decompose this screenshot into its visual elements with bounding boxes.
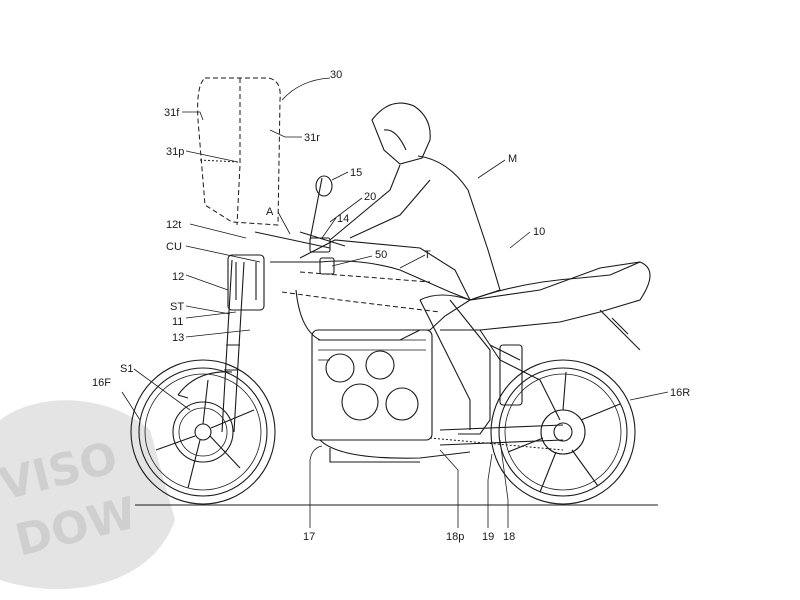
label-a: A xyxy=(266,206,274,218)
label-18: 18 xyxy=(503,531,515,543)
label-10: 10 xyxy=(533,226,545,238)
label-18p: 18p xyxy=(446,531,464,543)
label-st: ST xyxy=(170,301,184,313)
label-m: M xyxy=(508,153,517,165)
label-12: 12 xyxy=(172,271,184,283)
watermark: VISO DOW xyxy=(0,400,175,590)
front-fork xyxy=(177,254,265,433)
front-wheel xyxy=(130,359,276,505)
label-50: 50 xyxy=(375,249,387,261)
label-17: 17 xyxy=(303,531,315,543)
label-31f: 31f xyxy=(164,107,180,119)
label-11: 11 xyxy=(172,316,183,328)
label-20: 20 xyxy=(364,191,376,203)
label-s1: S1 xyxy=(120,363,133,375)
label-15: 15 xyxy=(350,167,362,179)
handlebar xyxy=(254,175,346,275)
rear-wheel xyxy=(490,359,636,505)
leader-lines xyxy=(121,77,669,528)
label-16r: 16R xyxy=(670,387,690,399)
label-14: 14 xyxy=(337,213,349,225)
rider xyxy=(329,102,501,435)
label-t: T xyxy=(424,249,431,261)
engine xyxy=(311,329,471,463)
label-31r: 31r xyxy=(304,132,320,144)
label-19: 19 xyxy=(482,531,494,543)
label-12t: 12t xyxy=(166,219,181,231)
swingarm xyxy=(429,344,564,451)
label-30: 30 xyxy=(330,69,342,81)
label-31p: 31p xyxy=(166,146,184,158)
label-cu: CU xyxy=(166,241,182,253)
reference-labels: 30 31f 31r 31p 15 20 A 14 12t CU 50 T M … xyxy=(92,69,690,543)
windscreen xyxy=(197,77,281,226)
label-16f: 16F xyxy=(92,377,111,389)
label-13: 13 xyxy=(172,332,184,344)
